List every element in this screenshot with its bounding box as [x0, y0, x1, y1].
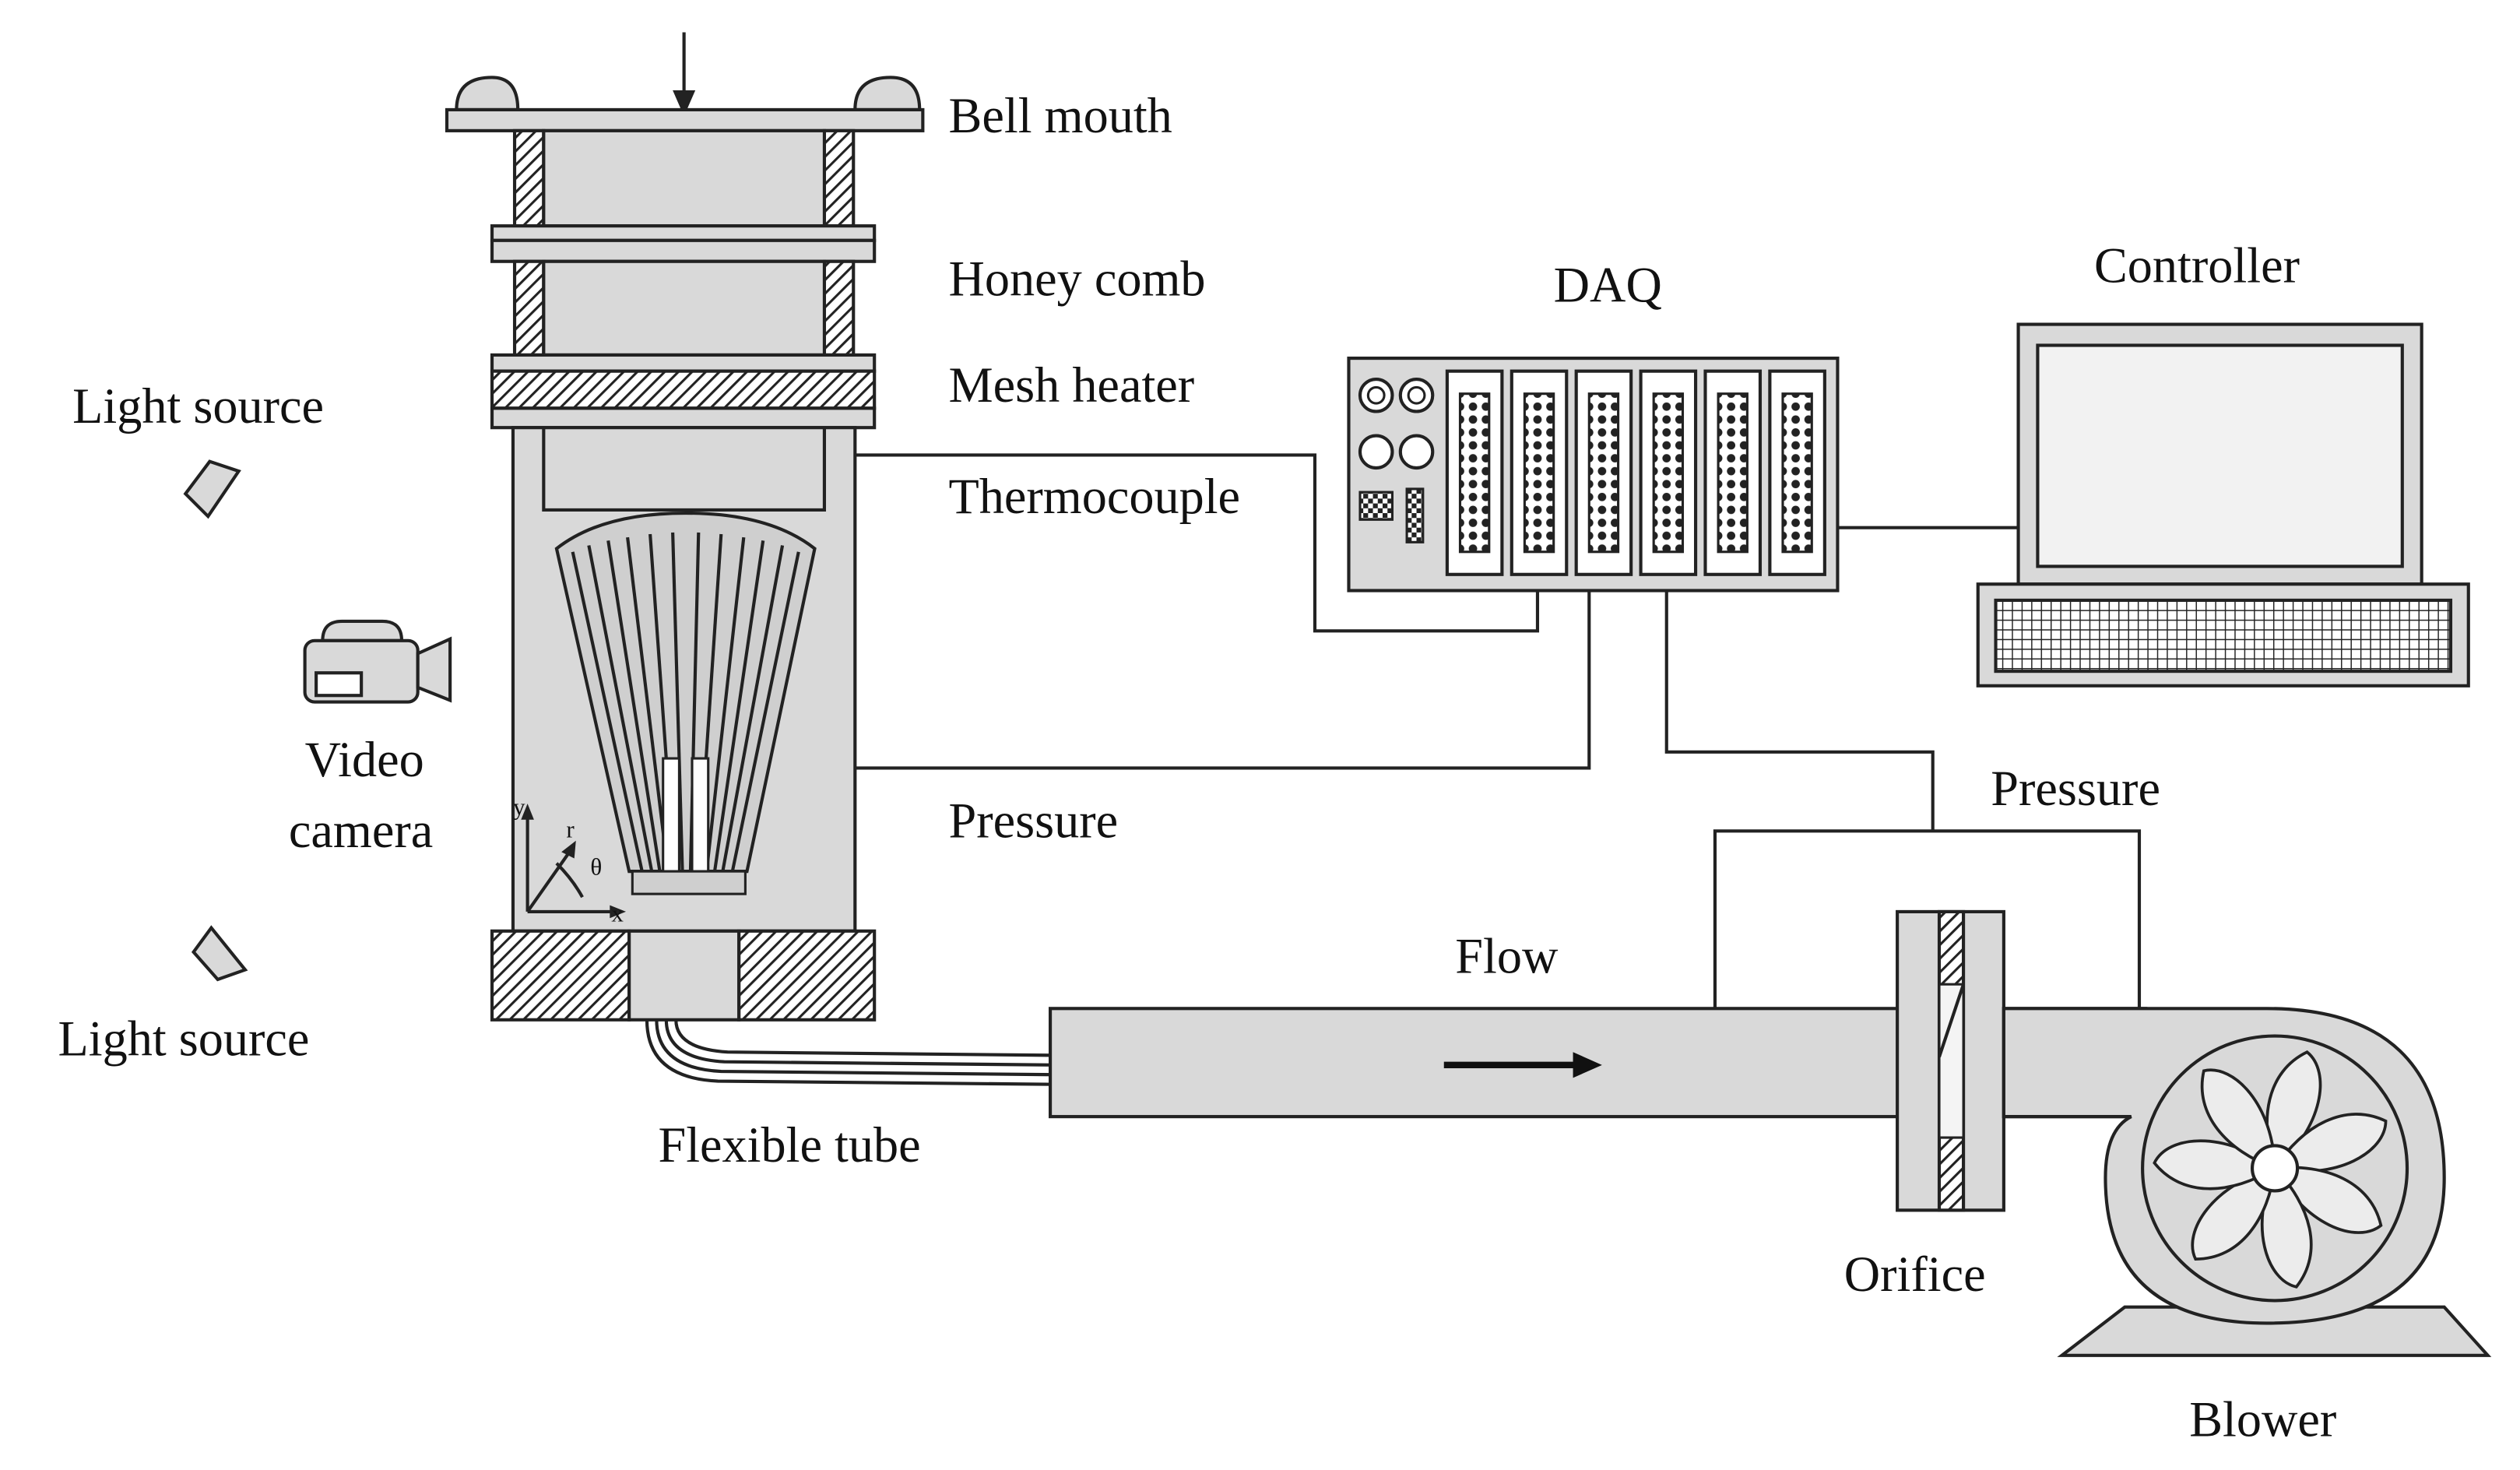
daq-module-slots [1445, 369, 1826, 576]
axis-x-label: x [611, 899, 624, 927]
light-source-top-icon [183, 459, 241, 519]
orifice [1896, 909, 2005, 1212]
label-camera: camera [289, 803, 433, 858]
label-daq: DAQ [1554, 258, 1662, 313]
label-blower: Blower [2189, 1391, 2336, 1447]
blower [2002, 1007, 2492, 1357]
mesh-heater [490, 369, 877, 410]
label-video: Video [305, 732, 424, 787]
light-source-bottom-icon [191, 925, 248, 982]
label-pressure-left: Pressure [949, 793, 1119, 849]
label-bell-mouth: Bell mouth [949, 88, 1172, 143]
flexible-tube [645, 1019, 1054, 1086]
coordinate-axes: y r θ x [513, 793, 627, 927]
video-camera-icon [303, 619, 452, 704]
monitor-screen [2036, 343, 2404, 568]
label-honey-comb: Honey comb [949, 251, 1206, 306]
label-flexible-tube: Flexible tube [658, 1117, 920, 1173]
daq-unit [1347, 357, 1840, 593]
label-light-source-bottom: Light source [58, 1011, 310, 1066]
label-pressure-right: Pressure [1991, 761, 2160, 816]
axis-theta-label: θ [590, 853, 602, 880]
keyboard-icon [1994, 598, 2453, 673]
bell-mouth [445, 76, 925, 132]
label-light-source-top: Light source [72, 378, 324, 434]
label-controller: Controller [2094, 238, 2300, 294]
controller-computer [1976, 322, 2470, 688]
signal-wires [855, 453, 2142, 1009]
axis-y-label: y [513, 793, 525, 821]
label-flow: Flow [1455, 929, 1559, 984]
wind-tunnel: y r θ x [445, 32, 925, 1022]
axis-r-label: r [566, 816, 575, 843]
label-mesh-heater: Mesh heater [949, 357, 1195, 413]
label-orifice: Orifice [1844, 1247, 1986, 1302]
tube-bank [554, 511, 817, 895]
fan-icon [2153, 1050, 2388, 1289]
label-thermocouple: Thermocouple [949, 469, 1241, 524]
